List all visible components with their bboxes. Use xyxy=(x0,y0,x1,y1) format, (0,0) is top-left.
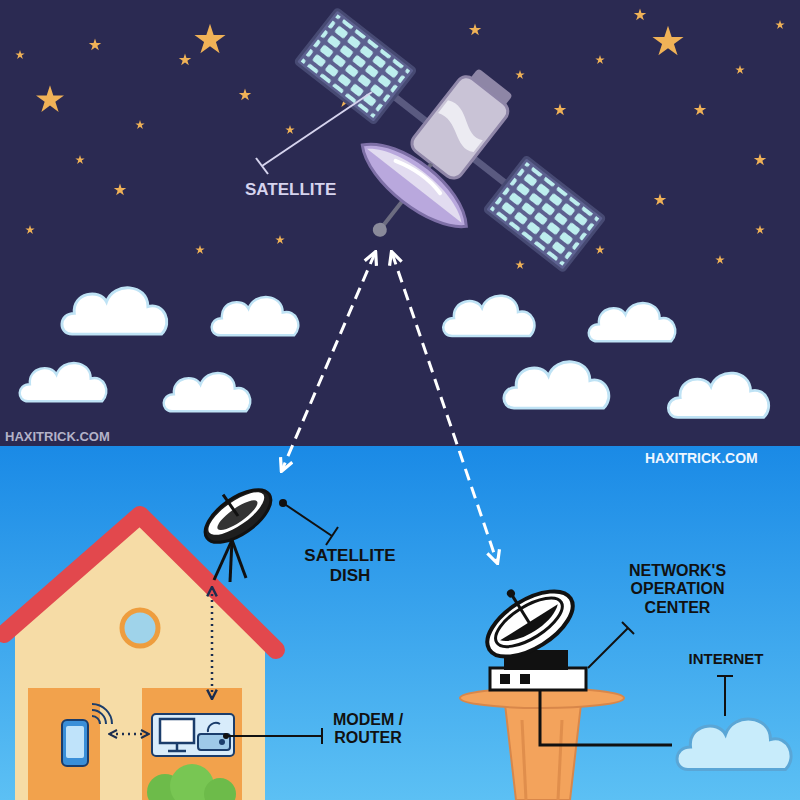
star xyxy=(634,8,646,20)
star xyxy=(515,260,524,269)
signal-link xyxy=(392,253,497,562)
leader-line xyxy=(279,499,338,545)
star xyxy=(114,183,126,195)
star xyxy=(595,55,604,64)
labelled-part: INTERNET xyxy=(672,650,794,777)
leader-line xyxy=(223,728,322,744)
satellite-label: SATELLITE xyxy=(245,180,360,200)
cloud xyxy=(164,373,251,411)
internet-cloud xyxy=(677,719,791,769)
day-sky xyxy=(0,446,800,800)
phone xyxy=(62,704,112,766)
cloud xyxy=(20,363,107,401)
star xyxy=(239,88,251,100)
star xyxy=(195,245,204,254)
modem-router xyxy=(152,714,234,756)
labelled-part: SATELLITE DISH xyxy=(195,470,420,588)
labelled-part: SATELLITE xyxy=(240,8,610,253)
star xyxy=(694,103,706,115)
star xyxy=(36,85,64,112)
stars xyxy=(15,8,784,269)
star xyxy=(755,225,764,234)
star xyxy=(15,50,24,59)
cloud xyxy=(212,297,299,335)
satellite-figure xyxy=(242,0,630,340)
house xyxy=(4,515,276,800)
star xyxy=(194,24,225,54)
star xyxy=(715,255,724,264)
labelled-part: MODEM / ROUTER xyxy=(145,698,420,758)
star xyxy=(75,155,84,164)
clouds xyxy=(20,288,769,418)
leader-line xyxy=(717,676,733,716)
star xyxy=(735,65,744,74)
watermark: HAXITRICK.COM xyxy=(5,429,110,444)
star xyxy=(25,225,34,234)
star xyxy=(135,120,144,129)
dish-label: SATELLITE DISH xyxy=(290,546,410,585)
star xyxy=(515,70,524,79)
wifi-link xyxy=(110,733,148,736)
star xyxy=(775,20,784,29)
network-cable xyxy=(540,690,672,745)
cloud xyxy=(62,288,167,334)
star xyxy=(275,235,284,244)
star xyxy=(754,153,766,165)
cloud xyxy=(589,303,676,341)
night-sky xyxy=(0,0,800,446)
modem-label: MODEM / ROUTER xyxy=(318,711,418,748)
ground-station-dish xyxy=(468,565,586,690)
star xyxy=(652,26,683,56)
star xyxy=(595,245,604,254)
signal-link xyxy=(282,253,375,470)
star xyxy=(554,103,566,115)
leader-line xyxy=(588,622,634,668)
star xyxy=(469,23,481,35)
noc-label: NETWORK'S OPERATION CENTER xyxy=(615,562,740,617)
labelled-part: NETWORK'S OPERATION CENTER xyxy=(465,562,765,690)
star xyxy=(285,125,294,134)
watermark: HAXITRICK.COM xyxy=(645,450,758,466)
star xyxy=(89,38,101,50)
roof-dish xyxy=(192,473,279,582)
star xyxy=(179,53,191,65)
cloud xyxy=(668,373,768,417)
internet-label: INTERNET xyxy=(676,650,776,667)
star xyxy=(654,193,666,205)
cloud xyxy=(443,296,534,336)
cloud xyxy=(504,362,609,408)
signal-link xyxy=(211,588,214,698)
leader-line xyxy=(256,92,372,174)
